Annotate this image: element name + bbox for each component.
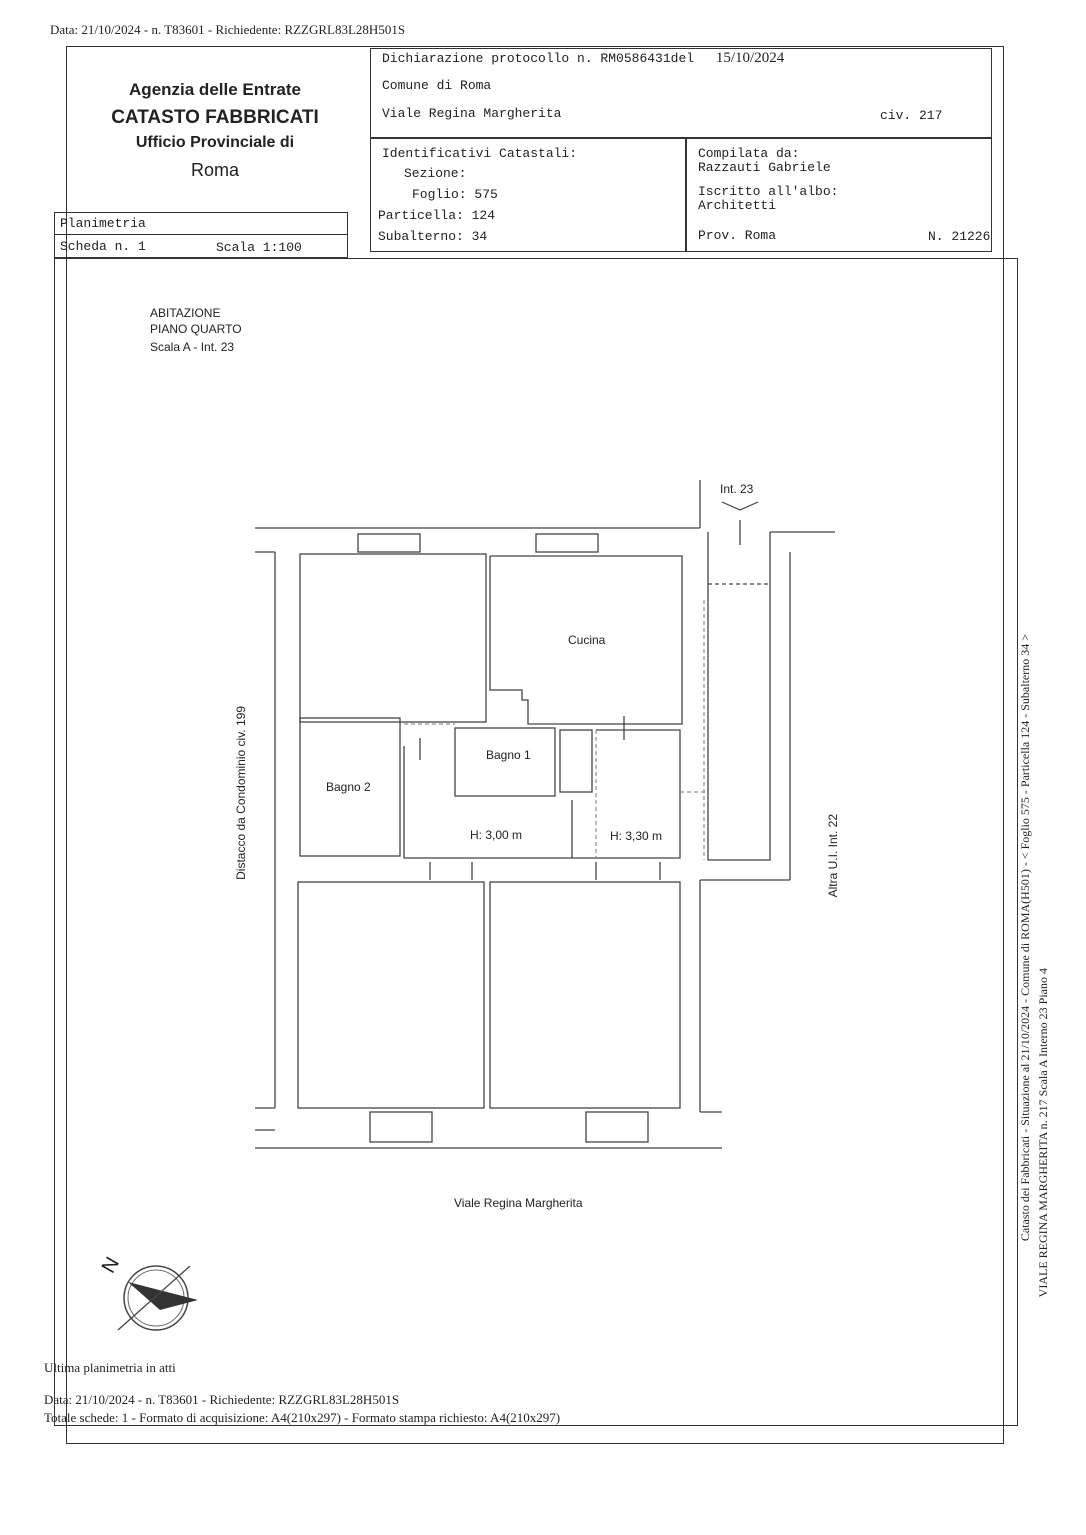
document-header-line: Data: 21/10/2024 - n. T83601 - Richieden… (50, 22, 406, 37)
ufficio-city: Roma (190, 160, 239, 180)
planimetria-title: Planimetria (60, 216, 146, 231)
right-boundary-label: Altra U.I. Int. 22 (826, 814, 840, 898)
unit-floor: PIANO QUARTO (150, 322, 242, 336)
scala-label: Scala 1:100 (216, 240, 302, 255)
sezione-field: Sezione: (404, 166, 467, 181)
footer-request: Data: 21/10/2024 - n. T83601 - Richieden… (44, 1392, 400, 1407)
footer-last-plan: Ultima planimetria in atti (44, 1360, 176, 1375)
street-label: Viale Regina Margherita (454, 1196, 583, 1210)
albo-label: Iscritto all'albo: (698, 184, 839, 199)
left-boundary-label: Distacco da Condominio civ. 199 (234, 706, 248, 880)
protocol-number: Dichiarazione protocollo n. RM0586431del (382, 51, 695, 66)
prov-field: Prov. Roma (698, 228, 777, 243)
room-cucina: Cucina (568, 633, 606, 647)
plan-frame (54, 258, 1018, 1426)
room-bagno-1: Bagno 1 (486, 748, 531, 762)
unit-stair: Scala A - Int. 23 (150, 340, 235, 354)
ufficio-label: Ufficio Provinciale di (135, 134, 295, 151)
identificativi-box (370, 138, 686, 252)
identificativi-title: Identificativi Catastali: (382, 146, 578, 161)
protocol-text: Dichiarazione protocollo n. RM0586431del… (382, 50, 784, 67)
subalterno-field: Subalterno: 34 (378, 229, 488, 244)
room-bagno-2: Bagno 2 (326, 780, 371, 794)
protocol-civ: civ. 217 (880, 108, 943, 123)
compilata-name: Razzauti Gabriele (698, 160, 831, 175)
numero-field: N. 21226 (928, 229, 991, 244)
sheet-frame (66, 46, 1004, 1444)
protocol-address: Viale Regina Margherita (382, 106, 562, 121)
protocol-date: 15/10/2024 (715, 50, 785, 66)
height-label-1: H: 3,00 m (470, 828, 523, 842)
entrance-label: Int. 23 (720, 482, 754, 496)
footer-schede: Totale schede: 1 - Formato di acquisizio… (44, 1410, 561, 1425)
planimetria-box (54, 212, 348, 258)
compilata-box (686, 138, 992, 252)
foglio-field: Foglio: 575 (412, 187, 498, 202)
height-label-2: H: 3,30 m (610, 829, 663, 843)
scheda-label: Scheda n. 1 (60, 239, 146, 254)
particella-field: Particella: 124 (378, 208, 496, 223)
protocol-comune: Comune di Roma (382, 78, 492, 93)
compilata-label: Compilata da: (698, 146, 800, 161)
albo-value: Architetti (698, 198, 777, 213)
catasto-title: CATASTO FABBRICATI (111, 107, 319, 128)
side-note-line-1: Catasto dei Fabbricati - Situazione al 2… (1018, 634, 1032, 1242)
unit-type: ABITAZIONE (150, 306, 221, 320)
north-compass-icon (117, 1265, 198, 1331)
protocol-box (370, 48, 992, 138)
side-note-line-2: VIALE REGINA MARGHERITA n. 217 Scala A I… (1036, 968, 1050, 1298)
agency-name: Agenzia delle Entrate (129, 80, 301, 99)
planimetria-divider (54, 234, 348, 235)
